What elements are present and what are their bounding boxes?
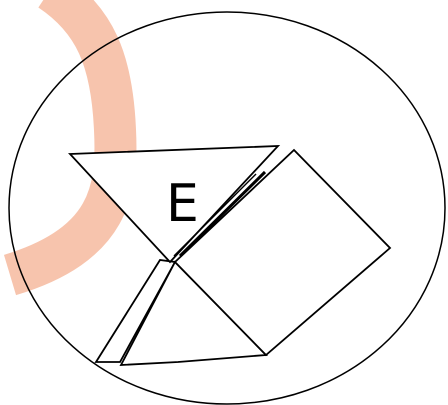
highlight-band xyxy=(10,0,115,275)
flap-label-e: E xyxy=(166,174,199,234)
